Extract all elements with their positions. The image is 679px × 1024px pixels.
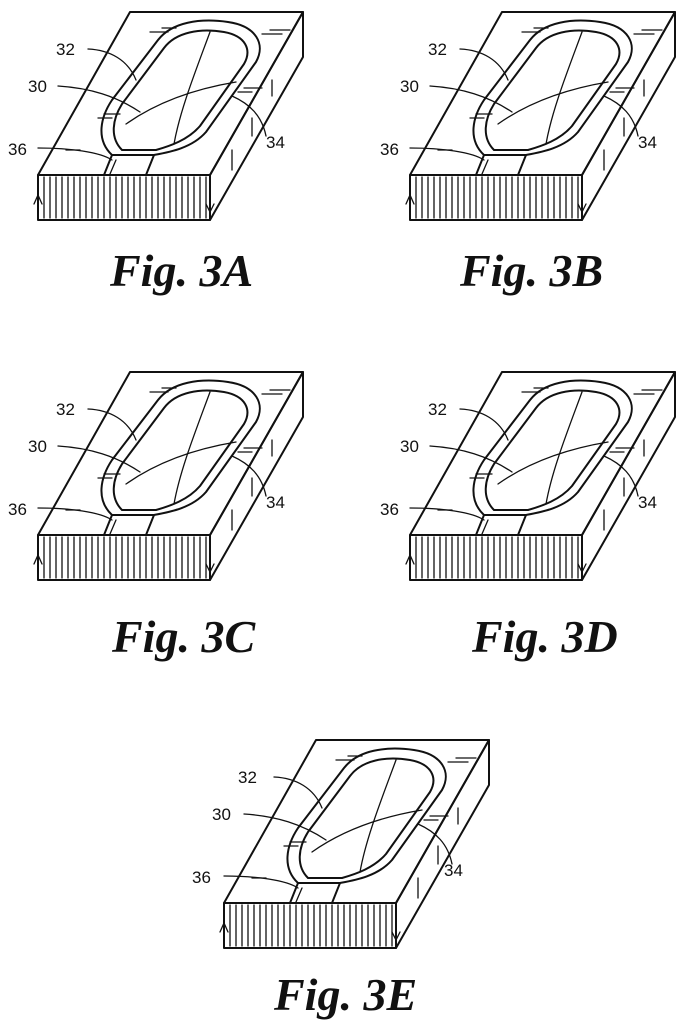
ref-label-34: 34 (638, 133, 657, 152)
figure-caption: Fig. 3D (471, 611, 618, 662)
figure-caption: Fig. 3E (273, 969, 417, 1020)
ref-label-30: 30 (28, 77, 47, 96)
figure-3b: 32 30 34 36 Fig. 3B (380, 12, 675, 296)
ref-label-32: 32 (56, 400, 75, 419)
ref-label-32: 32 (428, 400, 447, 419)
leader-30 (58, 446, 140, 472)
ref-label-32: 32 (238, 768, 257, 787)
figure-caption: Fig. 3B (459, 245, 603, 296)
ref-label-32: 32 (56, 40, 75, 59)
ref-label-34: 34 (638, 493, 657, 512)
ref-label-34: 34 (266, 133, 285, 152)
figure-3a: 32 30 34 36 Fig. 3A (8, 12, 303, 296)
figure-3c: 32 30 34 36 Fig. 3C (8, 372, 303, 662)
ref-label-36: 36 (8, 500, 27, 519)
mold-block-drawing (220, 740, 489, 948)
figure-3e: 32 30 34 36 Fig. 3E (192, 740, 489, 1020)
ref-label-34: 34 (444, 861, 463, 880)
ref-label-30: 30 (400, 77, 419, 96)
leader-30 (244, 814, 326, 840)
ref-label-36: 36 (380, 140, 399, 159)
ref-label-30: 30 (28, 437, 47, 456)
figure-caption: Fig. 3C (111, 611, 256, 662)
leader-30 (58, 86, 140, 112)
ref-label-32: 32 (428, 40, 447, 59)
leader-30 (430, 446, 512, 472)
ref-label-34: 34 (266, 493, 285, 512)
figure-caption: Fig. 3A (109, 245, 253, 296)
ref-label-30: 30 (400, 437, 419, 456)
ref-label-36: 36 (8, 140, 27, 159)
ref-label-36: 36 (380, 500, 399, 519)
figure-3d: 32 30 34 36 Fig. 3D (380, 372, 675, 662)
leader-30 (430, 86, 512, 112)
ref-label-30: 30 (212, 805, 231, 824)
ref-label-36: 36 (192, 868, 211, 887)
